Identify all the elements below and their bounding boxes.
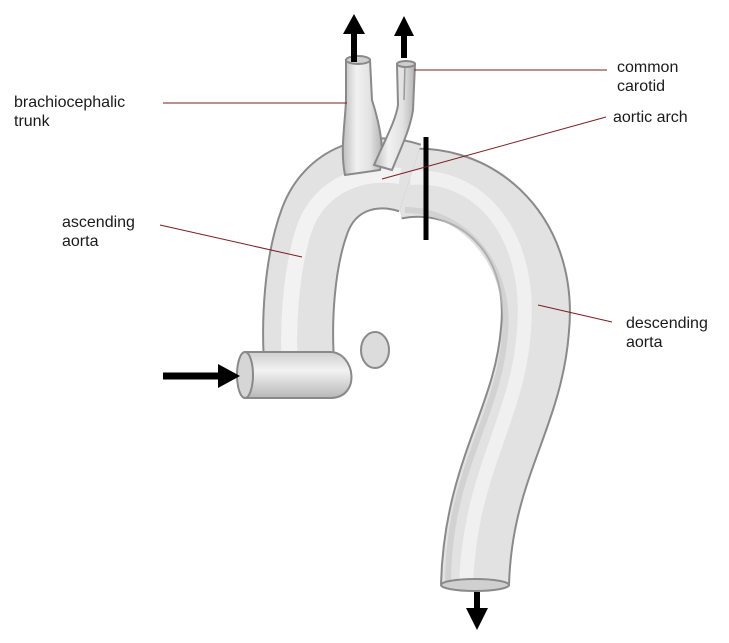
label-aortic-arch-line1: aortic arch [613,108,688,127]
label-common-carotid: common carotid [617,58,678,96]
label-ascending-aorta: ascending aorta [62,213,135,251]
label-ascending-line2: aorta [62,232,135,251]
label-descending-aorta: descending aorta [626,314,708,352]
descending-aorta-vessel [395,178,536,591]
brachiocephalic-trunk-vessel [343,56,382,175]
label-brachiocephalic-line2: trunk [14,112,125,131]
label-ascending-line1: ascending [62,213,135,232]
outflow-arrow-descending [466,592,488,630]
label-brachiocephalic-line1: brachiocephalic [14,93,125,112]
outflow-arrow-brachiocephalic [343,14,365,62]
outflow-arrow-carotid [394,16,414,58]
label-carotid-line1: common [617,58,678,77]
inflow-arrow [163,364,240,388]
label-brachiocephalic-trunk: brachiocephalic trunk [14,93,125,131]
label-carotid-line2: carotid [617,77,678,96]
label-aortic-arch: aortic arch [613,108,688,127]
label-descending-line2: aorta [626,333,708,352]
label-descending-line1: descending [626,314,708,333]
ascending-aorta-vessel [237,173,410,398]
